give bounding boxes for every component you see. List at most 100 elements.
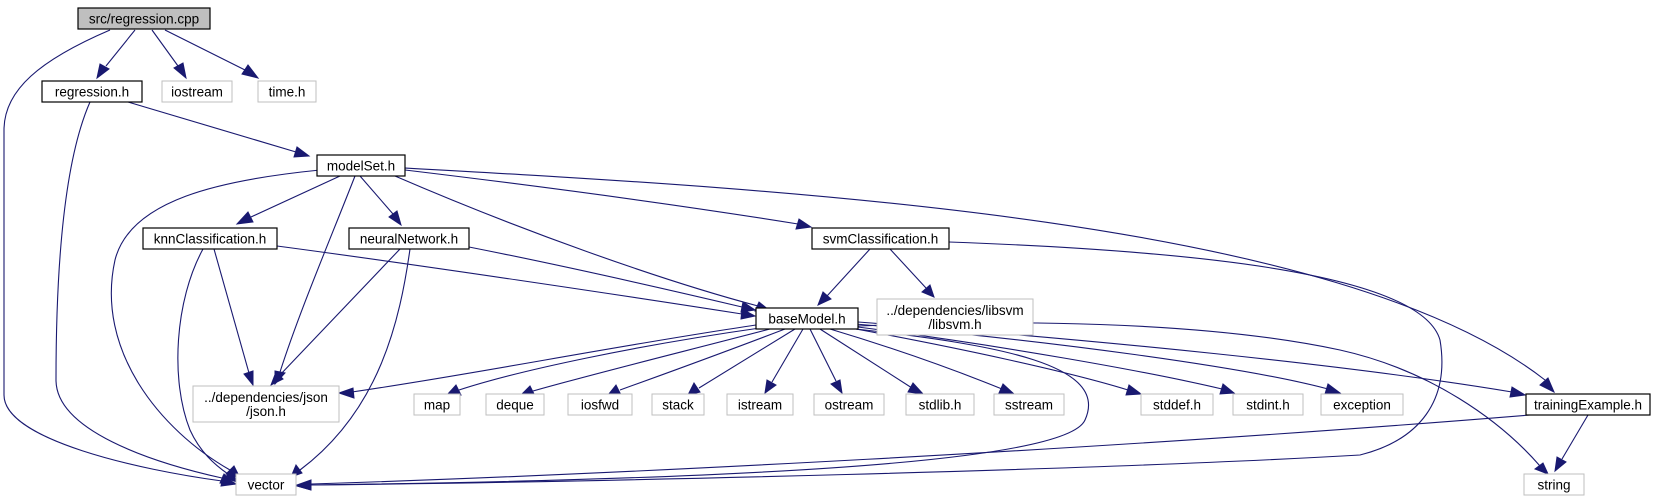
edge-line [3,29,223,482]
edge-regression_cpp-to-regression_h [96,29,136,80]
node-label: regression.h [55,85,129,100]
edge-line [1561,414,1589,460]
edge-modelset_h-to-neural_h [359,175,402,227]
edge-basemodel_h-to-sstream [829,328,1016,395]
node-box [905,393,975,416]
node-box [192,385,340,423]
node-iostream: iostream [161,80,233,103]
node-box [813,393,885,416]
edge-line [532,328,771,392]
edge-line [889,248,927,289]
edge-line [105,29,136,67]
edge-arrowhead [295,479,312,490]
edge-arrowhead [241,64,260,79]
node-neural-h[interactable]: neuralNetwork.h [348,227,470,250]
edge-line [619,328,786,391]
node-label: exception [1333,398,1391,413]
node-label: src/regression.cpp [89,12,199,27]
edge-line [351,324,757,393]
node-stddef-h: stddef.h [1140,393,1214,416]
node-modelset-h[interactable]: modelSet.h [316,154,406,177]
node-libsvm-h: ../dependencies/libsvm/libsvm.h [876,298,1034,336]
edge-arrowhead [1539,377,1555,394]
edge-neural_h-to-basemodel_h [468,246,757,313]
node-iosfwd: iosfwd [567,393,633,416]
edge-regression_h-to-modelset_h [127,101,311,158]
edge-basemodel_h-to-istream [764,328,804,395]
node-basemodel-h[interactable]: baseModel.h [755,307,859,330]
edge-line [55,101,223,479]
node-vector: vector [235,473,297,496]
edge-line [310,328,1090,486]
node-box [316,154,406,177]
edges-layer [3,29,1589,491]
edge-basemodel_h-to-json_h [337,324,757,399]
edge-svm_h-to-basemodel_h [817,248,871,306]
edge-modelset_h-to-vector [110,169,321,479]
edge-arrowhead [1324,383,1342,395]
edge-arrowhead [1533,462,1549,475]
edge-arrowhead [235,211,254,225]
node-istream: istream [726,393,794,416]
node-label: ../dependencies/libsvm [886,303,1023,318]
edge-arrowhead [830,379,843,395]
node-box [257,80,317,103]
node-label: /json.h [246,404,286,419]
edge-arrowhead [907,382,925,395]
node-regression-cpp[interactable]: src/regression.cpp [77,7,211,30]
edge-arrowhead [795,218,813,230]
edge-arrowhead [270,371,284,387]
node-label: modelSet.h [327,159,395,174]
node-label: sstream [1005,398,1053,413]
edge-svm_h-to-libsvm_h [889,248,935,298]
edge-regression_cpp-to-iostream [151,29,187,80]
edge-arrowhead [1219,383,1236,395]
node-box [726,393,794,416]
node-label: knnClassification.h [154,232,267,247]
edge-line [278,248,401,377]
node-box [1320,393,1404,416]
node-map: map [413,393,461,416]
node-label: deque [496,398,534,413]
node-string: string [1523,473,1585,496]
node-stdint-h: stdint.h [1232,393,1304,416]
edge-basemodel_h-to-map [445,327,761,396]
edge-line [177,248,229,475]
edge-modelset_h-to-json_h [274,175,356,386]
edge-neural_h-to-vector [290,248,411,478]
edge-line [310,414,1531,485]
edge-line [127,101,297,153]
node-label: vector [248,478,285,493]
edge-regression_cpp-to-time_h [164,29,260,79]
edge-line [359,175,394,215]
node-box [651,393,705,416]
edge-line [404,167,1546,381]
node-exception: exception [1320,393,1404,416]
edge-basemodel_h-to-deque [519,328,771,397]
node-box [41,80,143,103]
node-box [161,80,233,103]
edge-line [250,175,341,218]
edge-neural_h-to-json_h [270,248,401,387]
edge-regression_h-to-vector [55,101,236,485]
node-box [485,393,545,416]
node-box [567,393,633,416]
edge-line [213,248,250,374]
node-deque: deque [485,393,545,416]
edge-basemodel_h-to-stack [687,328,796,396]
node-label: ostream [825,398,874,413]
node-label: stddef.h [1153,398,1201,413]
edge-line [110,169,321,471]
node-box [755,307,859,330]
node-label: time.h [269,85,306,100]
node-box [876,298,1034,336]
edge-svm_h-to-vector [295,241,1443,491]
node-svm-h[interactable]: svmClassification.h [811,227,950,250]
edge-line [468,246,743,308]
node-knn-h[interactable]: knnClassification.h [142,227,278,250]
edge-arrowhead [921,284,935,298]
node-box [993,393,1065,416]
node-regression-h[interactable]: regression.h [41,80,143,103]
node-trainingexample-h[interactable]: trainingExample.h [1525,393,1651,416]
